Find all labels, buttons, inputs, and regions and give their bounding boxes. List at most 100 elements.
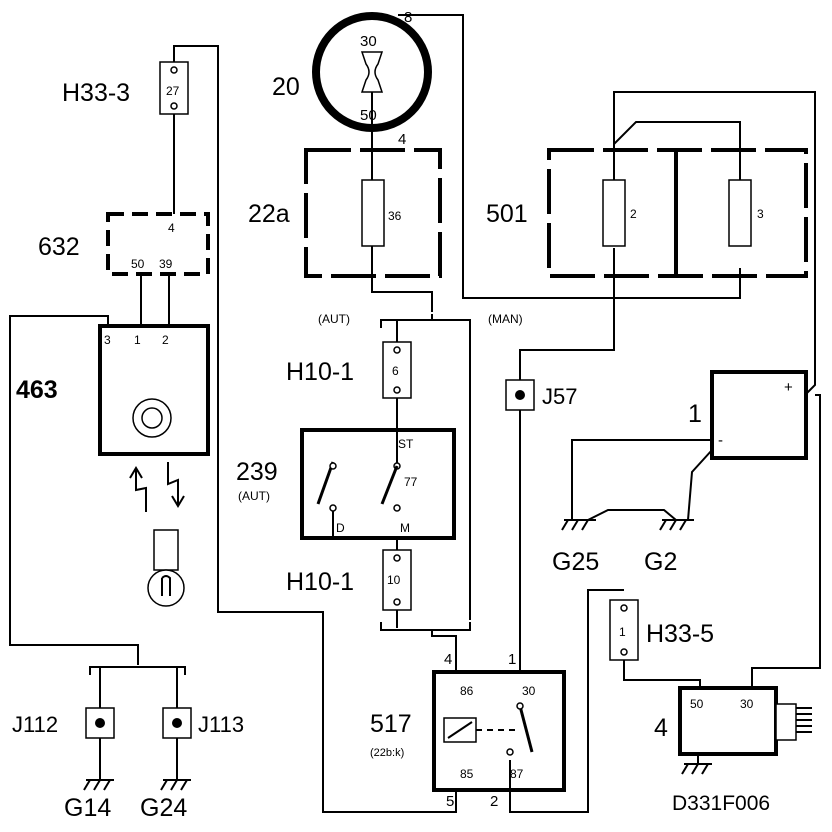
relay-86-label: 86: [460, 684, 474, 698]
unit-632-label: 632: [38, 233, 80, 261]
j113-label: J113: [198, 712, 244, 737]
ign-wire-4-label: 4: [398, 131, 406, 148]
switch-239-77-label: 77: [404, 475, 418, 489]
key-icon: [360, 51, 384, 93]
unit-632-pin39-label: 39: [159, 257, 173, 271]
transponder-signal-icon: [129, 462, 185, 607]
wires: [9, 14, 821, 813]
brace-aut-man-top: [380, 314, 471, 328]
connector-h10-1-top: 6 H10-1: [286, 341, 412, 399]
unit-463: 3 1 2 463: [16, 324, 210, 456]
h33-3-pin-label: 27: [166, 84, 180, 98]
fusebox-22a-label: 22a: [248, 200, 290, 228]
wire-h33-5-to-starter50: [623, 660, 701, 688]
fuse-36-label: 36: [388, 209, 402, 223]
relay-wire-1-label: 1: [508, 651, 516, 668]
ground-g25-label: G25: [552, 548, 599, 576]
switch-239: ST 77 D M 239 (AUT): [236, 428, 456, 540]
fuse-3-label: 3: [757, 207, 764, 221]
h10-1-top-label: H10-1: [286, 358, 354, 386]
fuse-2: [602, 179, 626, 247]
starter-label: 4: [654, 714, 668, 742]
relay-517-label: 517: [370, 710, 412, 738]
diagram-id: D331F006: [672, 792, 770, 815]
junction-j57: J57: [505, 379, 577, 411]
man-label: (MAN): [488, 312, 523, 326]
relay-85-label: 85: [460, 767, 474, 781]
starter-50-label: 50: [690, 697, 704, 711]
brace-aut-man-bottom: [380, 622, 471, 672]
ign-t30-label: 30: [360, 33, 377, 50]
unit-632: 4 50 39 632: [38, 212, 210, 276]
wire-battery-plus: [613, 91, 816, 396]
battery-minus-label: -: [718, 432, 723, 449]
unit-463-pin2-label: 2: [162, 333, 169, 347]
relay-wire-4-label: 4: [444, 651, 452, 668]
switch-239-st-label: ST: [398, 437, 414, 451]
wire-relay87-to-h33-5: [509, 589, 624, 813]
j57-label: J57: [542, 384, 577, 409]
relay-wire-5-label: 5: [446, 793, 454, 810]
switch-239-sub-label: (AUT): [238, 489, 270, 503]
wire-463-3-to-brace: [9, 315, 139, 665]
junctions-ground: J112 J113 G14 G24: [12, 707, 244, 822]
ground-g24-icon: [160, 779, 191, 791]
relay-517-sub-label: (22b:k): [370, 747, 404, 759]
switch-239-label: 239: [236, 458, 278, 486]
ground-g14-label: G14: [64, 794, 111, 822]
ground-g14-icon: [83, 779, 114, 791]
ign-wire-8-label: 8: [404, 9, 412, 26]
battery-label: 1: [688, 400, 702, 428]
unit-632-pin4-label: 4: [168, 221, 175, 235]
h33-5-label: H33-5: [646, 620, 714, 648]
connector-h10-1-bottom: 10 H10-1: [286, 549, 412, 611]
h33-5-pin-label: 1: [619, 625, 626, 639]
relay-517: 86 30 85 87 4 1 5 2 517 (22b:k): [370, 651, 566, 810]
unit-463-pin1-label: 1: [134, 333, 141, 347]
ignition-switch: 30 50 20 8 4: [272, 9, 432, 148]
switch-239-d-label: D: [336, 521, 345, 535]
connector-h33-5: 1 H33-5: [609, 599, 714, 661]
ign-t50-label: 50: [360, 107, 377, 124]
unit-463-label: 463: [16, 376, 58, 404]
wire-battery-to-starter30: [751, 394, 821, 688]
unit-632-pin50-label: 50: [131, 257, 145, 271]
brace-junctions: [89, 666, 186, 675]
ground-icons-battery: G25 G2: [552, 519, 694, 576]
ignition-switch-label: 20: [272, 73, 300, 101]
fusebox-501-label: 501: [486, 200, 528, 228]
unit-463-pin3-label: 3: [104, 333, 111, 347]
h10-1-top-pin-label: 6: [392, 364, 399, 378]
wire-g25-g2-link: [587, 509, 677, 521]
wire-j57-to-fuse2: [519, 248, 615, 380]
wire-relay85-down: [173, 45, 457, 813]
ground-g24-label: G24: [140, 794, 187, 822]
h10-1-bottom-pin-label: 10: [387, 573, 401, 587]
relay-wire-2-label: 2: [490, 793, 498, 810]
wire-501-top-bus: [613, 121, 741, 180]
connector-h33-3: 27 H33-3: [62, 61, 189, 115]
fusebox-501: 2 3 501: [486, 148, 808, 278]
wire-battery-minus-g25: [571, 439, 712, 520]
starter-ground-icon: [681, 754, 712, 775]
fuse-3: [728, 179, 752, 247]
relay-87-label: 87: [510, 767, 524, 781]
h33-3-label: H33-3: [62, 79, 130, 107]
wire-battery-minus-g2: [687, 449, 713, 521]
key-fob-icon: [153, 529, 179, 571]
switch-239-m-label: M: [400, 521, 410, 535]
wire-fuse36-out: [371, 246, 433, 312]
relay-30-label: 30: [522, 684, 536, 698]
h10-1-bottom-label: H10-1: [286, 568, 354, 596]
battery-plus-label: +: [784, 379, 793, 396]
wire-ign-to-501: [398, 14, 741, 299]
fusebox-22a: 36 22a: [248, 148, 442, 278]
starter-30-label: 30: [740, 697, 754, 711]
fuse-36: [361, 179, 385, 247]
battery: + - 1: [688, 370, 808, 460]
starter-motor: 50 30 4: [654, 686, 812, 775]
ground-g2-label: G2: [644, 548, 677, 576]
j112-label: J112: [12, 712, 58, 737]
aut-label: (AUT): [318, 312, 350, 326]
